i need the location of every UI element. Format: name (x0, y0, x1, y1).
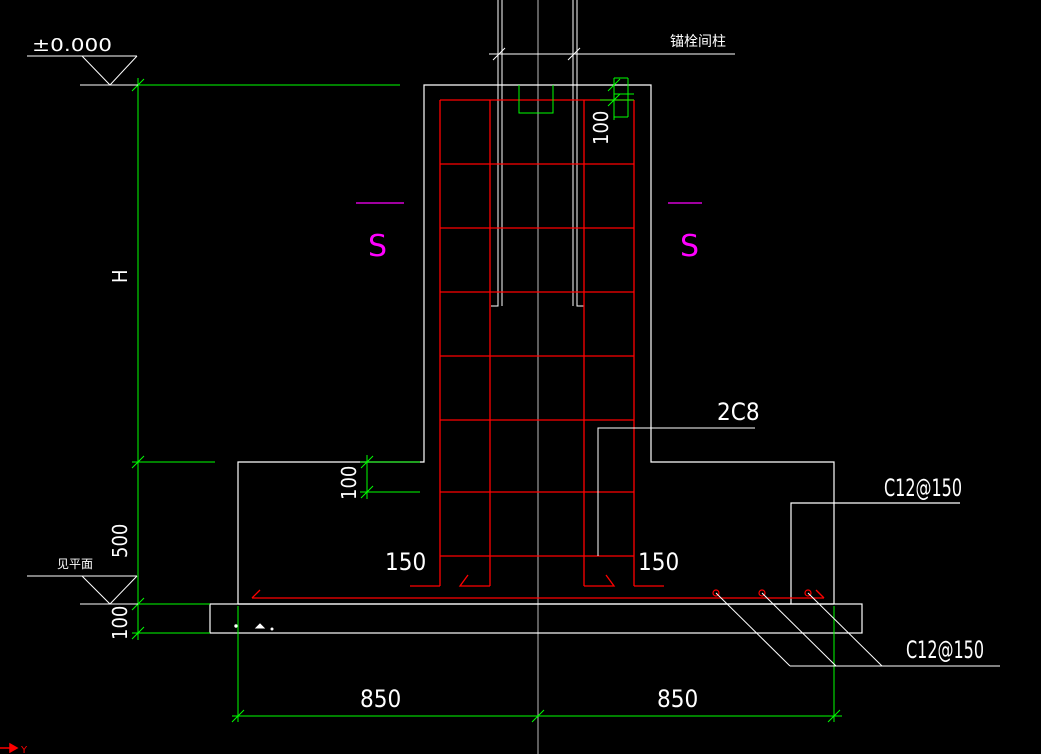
top-mesh-label: C12@150 (884, 474, 962, 502)
hook-left-text: 150 (385, 548, 426, 576)
dim-left-width-text: 850 (360, 685, 401, 713)
elevation-marker-top (27, 55, 138, 86)
rebar-dots (712, 589, 812, 597)
dim-step-text: 100 (337, 466, 361, 500)
dim-right-width-text: 850 (657, 685, 698, 713)
dim-top-cover-text: 100 (589, 111, 613, 145)
elevation-marker-bottom (27, 575, 138, 605)
rebar-cage (251, 99, 825, 599)
bottom-mesh-label: C12@150 (906, 636, 984, 664)
anchor-bolts (489, 0, 735, 307)
ucs-icon (0, 742, 19, 754)
dim-height-text: H (108, 269, 132, 283)
anchor-plate (518, 85, 554, 114)
section-mark-right: S (680, 229, 699, 264)
ucs-label: Y (20, 745, 28, 754)
hook-right-text: 150 (638, 548, 679, 576)
dim-pedestal-text: 500 (108, 524, 132, 558)
leader-lines (597, 427, 1000, 667)
section-mark-left: S (368, 229, 387, 264)
elevation-bottom-text: 见平面 (57, 557, 93, 571)
stirrup-label: 2C8 (717, 398, 760, 426)
concrete-outline (209, 84, 960, 634)
dimension-lines (128, 77, 842, 723)
anchor-bolt-label: 锚栓间柱 (670, 34, 726, 50)
elevation-top-text: ±0.000 (32, 35, 112, 56)
dim-cushion-text: 100 (108, 606, 132, 640)
cushion-marks (234, 623, 274, 631)
